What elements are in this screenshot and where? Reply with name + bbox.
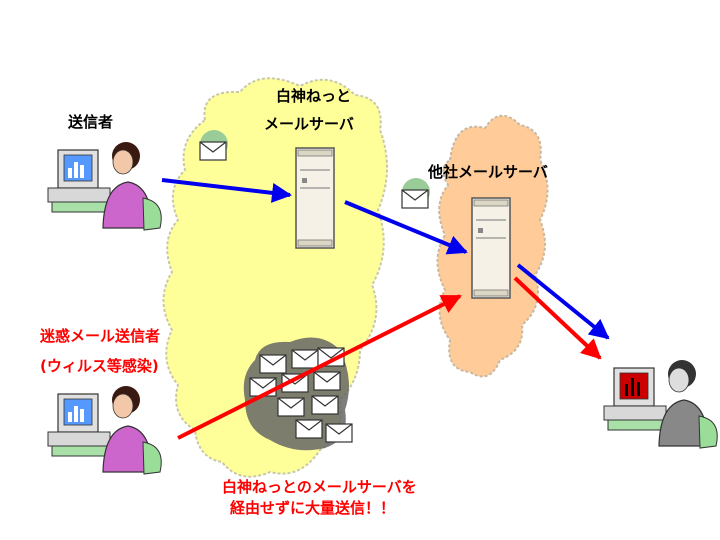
envelope-icon (401, 178, 430, 209)
warning-label-line2: 経由せずに大量送信！！ (230, 499, 396, 517)
own-server-label-line1: 白神ねっと (276, 87, 352, 105)
spam-sender-label-line1: 迷惑メール送信者 (40, 327, 161, 345)
sender-person-icon (47, 141, 162, 231)
recipient-person-icon (603, 360, 718, 449)
mail-server-icon (471, 197, 511, 299)
spam-arrow-sender-to-other-server (177, 294, 462, 440)
envelope-icon (199, 130, 228, 161)
spam-arrow-other-to-recipient (513, 276, 602, 360)
normal-mail-arrow-other-to-recipient (516, 263, 610, 340)
spam-sender-person-icon (47, 385, 162, 475)
warning-label-line1: 白神ねっとのメールサーバを (222, 478, 417, 496)
normal-mail-arrow-server-to-other (344, 200, 468, 255)
spam-sender-label-line2: (ウィルス等感染) (40, 357, 159, 375)
other-server-label: 他社メールサーバ (428, 163, 548, 181)
own-server-label-line2: メールサーバ (264, 115, 354, 133)
sender-label: 送信者 (68, 113, 114, 131)
normal-mail-arrow-sender-to-server (161, 178, 292, 203)
mail-server-icon (295, 147, 335, 249)
spam-envelope-stack-icon (243, 337, 353, 451)
